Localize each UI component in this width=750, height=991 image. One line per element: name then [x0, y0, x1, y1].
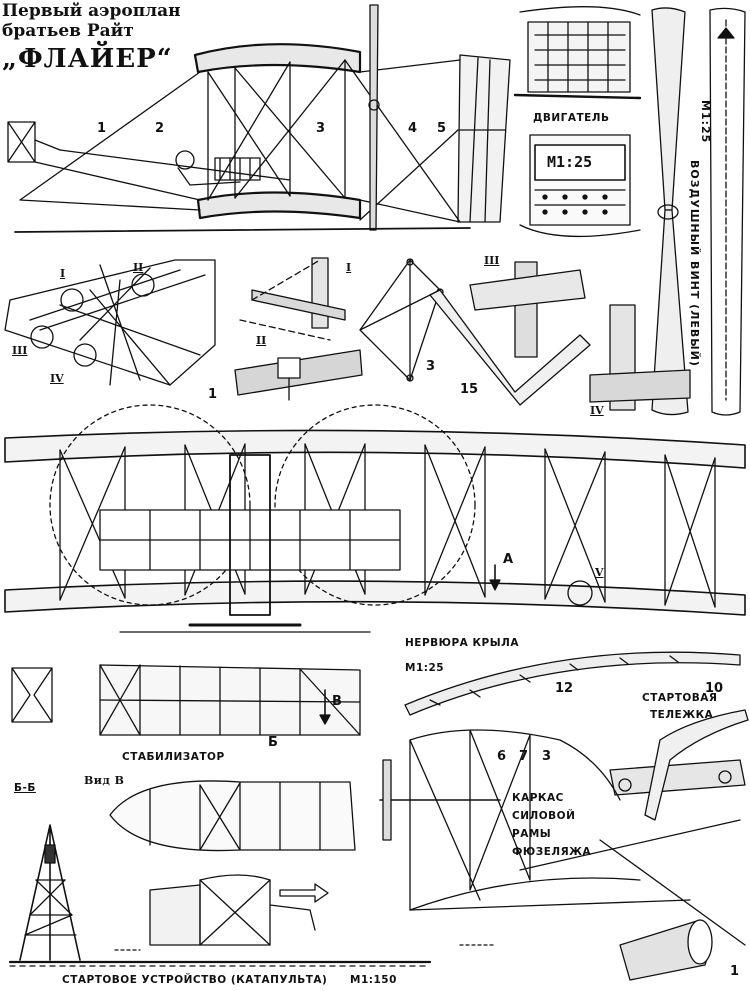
callout-15: 15 — [460, 382, 479, 397]
start-cart-label-2: ТЕЛЕЖКА — [650, 709, 714, 721]
catapult-scale: М1:150 — [350, 974, 397, 986]
callout-6: 6 — [497, 749, 507, 764]
detail-marker-II-b: II — [256, 334, 267, 347]
title-line-2: братьев Райт — [2, 21, 134, 41]
engine-drawing — [513, 6, 642, 238]
callout-7: 7 — [519, 749, 529, 764]
frame-label-3: РАМЫ — [512, 828, 552, 840]
frame-label-1: КАРКАС — [512, 792, 564, 804]
side-view-flyer — [7, 4, 511, 233]
detail-marker-II-a: II — [133, 261, 144, 274]
detail-marker-III-a: III — [12, 344, 28, 357]
section-b-arrow-label: В — [332, 694, 342, 709]
callout-3: 3 — [316, 121, 326, 136]
title-line-1: Первый аэроплан — [2, 1, 181, 21]
title-line-3: „ФЛАЙЕР“ — [2, 44, 173, 74]
frame-label-2: СИЛОВОЙ — [512, 810, 576, 822]
callout-1c: 1 — [730, 964, 740, 979]
stabilizer-label: СТАБИЛИЗАТОР — [122, 751, 225, 763]
view-v-label: Вид В — [84, 774, 125, 787]
callout-2: 2 — [155, 121, 165, 136]
detail-marker-I-b: I — [346, 261, 352, 274]
wing-plan-view — [4, 404, 746, 633]
rib-scale: М1:25 — [405, 662, 445, 674]
callout-4: 4 — [408, 121, 418, 136]
propeller-scale: М1:25 — [699, 100, 712, 144]
section-b-b-label: Б-Б — [14, 782, 36, 794]
callout-12: 12 — [555, 681, 574, 696]
section-a-label: А — [503, 552, 514, 567]
start-cart-label-1: СТАРТОВАЯ — [642, 692, 718, 704]
detail-marker-IV-a: IV — [50, 372, 64, 385]
callout-1: 1 — [97, 121, 107, 136]
detail-marker-V: V — [595, 566, 604, 579]
joint-details — [234, 257, 691, 411]
engine-label: ДВИГАТЕЛЬ — [533, 112, 610, 124]
callout-10: 10 — [705, 681, 724, 696]
catapult-label: СТАРТОВОЕ УСТРОЙСТВО (КАТАПУЛЬТА) — [62, 974, 328, 986]
frame-detail-drawing — [4, 259, 216, 386]
detail-marker-IV-b: IV — [590, 404, 604, 417]
start-cart-drawing — [609, 709, 749, 821]
frame-label-4: ФЮЗЕЛЯЖА — [512, 846, 592, 858]
detail-marker-I-a: I — [60, 267, 66, 280]
propeller-drawing — [651, 7, 746, 416]
callout-5: 5 — [437, 121, 447, 136]
engine-scale: М1:25 — [547, 153, 593, 171]
catapult-drawing — [8, 824, 496, 967]
callout-3c: 3 — [542, 749, 552, 764]
propeller-label: ВОЗДУШНЫЙ ВИНТ (ЛЕВЫЙ) — [688, 160, 701, 367]
section-b-cut-label: Б — [268, 735, 278, 750]
callout-3b: 3 — [426, 359, 436, 374]
fuselage-frame-drawing — [379, 729, 746, 981]
detail-marker-III-b: III — [484, 254, 500, 267]
wing-rib-drawing — [404, 651, 741, 716]
rib-title: НЕРВЮРА КРЫЛА — [405, 637, 519, 649]
stabilizer-drawing — [11, 664, 361, 852]
callout-1b: 1 — [208, 387, 218, 402]
